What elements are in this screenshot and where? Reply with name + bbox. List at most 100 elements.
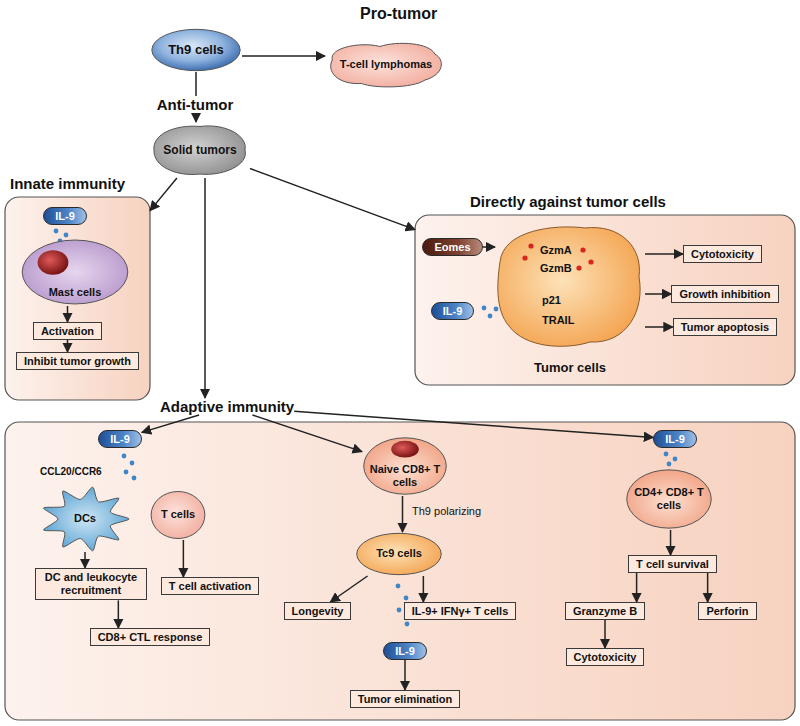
- panel-heading: Adaptive immunity: [160, 398, 294, 415]
- t-cell-outline: [151, 492, 205, 539]
- process-box: T cell activation: [161, 577, 260, 595]
- process-box: DC and leukocyte recruitment: [35, 568, 147, 600]
- panel-heading: Directly against tumor cells: [470, 193, 666, 210]
- il9-dot: [64, 233, 69, 238]
- box-label: T cell survival: [636, 558, 709, 570]
- panel-background: [5, 197, 150, 400]
- th9-cell-outline: [152, 29, 240, 70]
- box-label: Cytotoxicity: [574, 651, 637, 663]
- il9-dot: [396, 584, 401, 589]
- cell-nucleus: [38, 250, 69, 274]
- arrow-connector: [242, 55, 325, 57]
- il9-dot: [673, 457, 678, 462]
- il9-dot: [494, 307, 499, 312]
- il9-pill: IL-9: [653, 430, 697, 448]
- process-box: Inhibit tumor growth: [16, 352, 139, 370]
- arrow-connector: [150, 178, 177, 211]
- cell-label: CD4+ CD8+ T cells: [631, 486, 707, 512]
- section-label: Anti-tumor: [154, 96, 237, 113]
- dendritic-cell: DCs: [40, 486, 130, 552]
- il9-dot: [488, 314, 493, 319]
- process-box: Tumor elimination: [350, 690, 461, 708]
- il9-dot: [124, 470, 129, 475]
- granule-dot: [528, 243, 533, 248]
- molecule-label: TRAIL: [542, 314, 574, 327]
- arrow-connector: [294, 411, 653, 437]
- arrow-connector: [67, 306, 69, 322]
- arrow-connector: [404, 660, 406, 690]
- panel-heading: Innate immunity: [10, 175, 125, 192]
- process-box: Activation: [33, 322, 102, 340]
- granule-dot: [576, 265, 581, 270]
- box-label: Perforin: [706, 605, 748, 617]
- arrow-connector: [645, 293, 671, 295]
- il9-pill: IL-9: [98, 430, 142, 448]
- il9-dot: [404, 596, 409, 601]
- box-label: Longevity: [292, 605, 344, 617]
- il9-pill: IL-9: [43, 207, 87, 225]
- tumor-cell: GzmAGzmBp21TRAILTumor cells: [495, 222, 645, 382]
- arrow-connector: [204, 178, 206, 398]
- cytokine-label: IL-9: [55, 210, 75, 222]
- cell-label: Solid tumors: [163, 143, 236, 157]
- tumor-cell-outline: [498, 227, 640, 346]
- mast-cell-outline: [22, 240, 128, 304]
- process-box: IL-9+ IFNγ+ T cells: [404, 602, 517, 620]
- arrow-connector: [330, 576, 367, 602]
- il9-pill: IL-9: [431, 302, 475, 320]
- innate-panel: IL-9Mast cellsActivationInhibit tumor gr…: [5, 197, 150, 400]
- cell-label: Th9 cells: [168, 42, 224, 58]
- process-note: Th9 polarizing: [412, 505, 481, 517]
- process-box: T cell survival: [628, 555, 717, 573]
- signal-label: CCL20/CCR6: [40, 466, 102, 477]
- arrow-connector: [183, 540, 185, 577]
- adaptive-panel: IL-9DCsT cellsDC and leukocyte recruitme…: [5, 422, 795, 720]
- arrow-connector: [707, 573, 709, 602]
- process-box: Perforin: [698, 602, 756, 620]
- box-label: Activation: [41, 325, 94, 337]
- panel-layer: [5, 197, 795, 720]
- arrow-connector: [423, 576, 425, 602]
- cd4-cd8-cell: CD4+ CD8+ T cells: [625, 468, 713, 530]
- arrow-connector: [142, 415, 199, 432]
- arrow-connector: [253, 415, 362, 452]
- lymphoma-cell: T-cell lymphomas: [325, 40, 447, 90]
- box-label: Tumor apoptosis: [681, 321, 769, 333]
- molecule-label: p21: [542, 294, 561, 307]
- cell-label: T cells: [161, 508, 195, 521]
- cell-label: DCs: [74, 512, 96, 525]
- cell-label: Tumor cells: [495, 360, 645, 376]
- process-box: Growth inhibition: [671, 285, 778, 303]
- arrow-connector: [250, 169, 415, 230]
- il9-dot: [667, 462, 672, 467]
- molecule-label: GzmA: [540, 244, 572, 257]
- tc9-cell-outline: [357, 533, 441, 574]
- il9-dot: [482, 306, 487, 311]
- process-box: Cytotoxicity: [566, 648, 645, 666]
- cell-nucleus: [391, 441, 419, 458]
- box-label: Inhibit tumor growth: [24, 355, 131, 367]
- process-box: Tumor apoptosis: [673, 318, 777, 336]
- cytokine-label: IL-9: [395, 645, 415, 657]
- cell-label: Mast cells: [49, 286, 102, 299]
- arrow-connector: [483, 246, 495, 248]
- arrow-connector: [67, 340, 69, 352]
- granule-dot: [588, 259, 593, 264]
- cd4-cd8-cell-outline: [627, 470, 711, 528]
- il9-dot: [397, 608, 402, 613]
- dendritic-cell-outline: [44, 487, 130, 551]
- il9-pill: IL-9: [383, 642, 427, 660]
- arrow-connector: [636, 573, 638, 602]
- eomes-pill: Eomes: [422, 238, 482, 256]
- cell-label: Tc9 cells: [376, 547, 422, 560]
- box-label: T cell activation: [169, 580, 252, 592]
- arrow-connector: [402, 496, 404, 532]
- panel-background: [415, 215, 795, 385]
- section-label: Pro-tumor: [360, 5, 437, 23]
- cytokine-label: IL-9: [443, 305, 463, 317]
- cell-label: T-cell lymphomas: [340, 58, 432, 71]
- box-label: Growth inhibition: [679, 288, 770, 300]
- arrow-connector: [670, 530, 672, 555]
